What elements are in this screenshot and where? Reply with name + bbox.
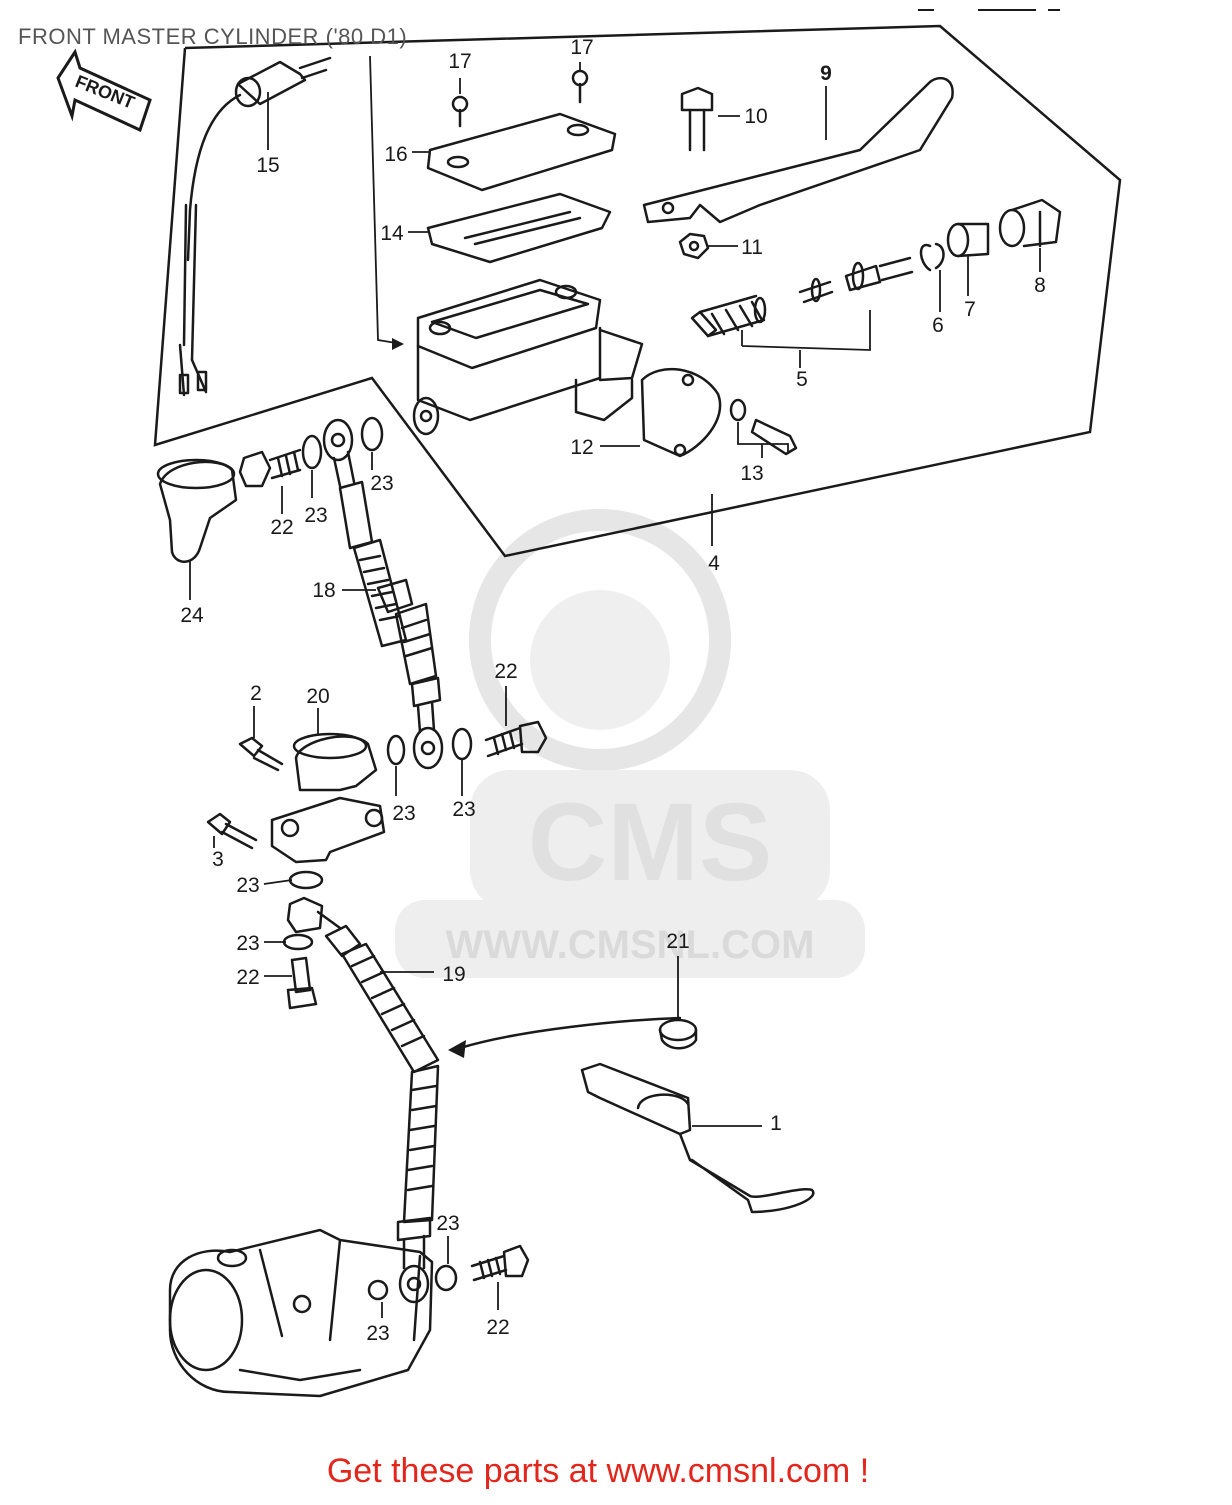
diagram-title: FRONT MASTER CYLINDER ('80 D1) <box>18 24 408 49</box>
callout-22-lower: 22 <box>236 966 259 989</box>
callout-3: 3 <box>212 848 224 871</box>
callout-13: 13 <box>740 462 763 485</box>
callout-24: 24 <box>180 604 204 627</box>
upper-banjo-bolt <box>238 448 302 488</box>
footer-link-text[interactable]: Get these parts at www.cmsnl.com ! <box>0 1452 1232 1491</box>
callout-14: 14 <box>380 222 404 245</box>
master-cylinder-body <box>412 278 644 436</box>
callout-15: 15 <box>256 154 279 177</box>
callout-5: 5 <box>796 368 808 391</box>
footer-link-label[interactable]: Get these parts at www.cmsnl.com ! <box>326 1452 870 1490</box>
callout-layer: 1 2 3 4 5 6 7 8 9 10 11 12 13 14 15 16 1… <box>180 36 1046 1345</box>
brake-hose-joint <box>270 732 386 864</box>
watermark-face <box>530 590 670 730</box>
cover-screw-right <box>571 69 589 104</box>
watermark-url-plate <box>395 900 865 978</box>
callout-7: 7 <box>964 298 976 321</box>
hose-guide <box>580 1062 815 1214</box>
handlebar-clamp <box>640 367 722 458</box>
lever-pivot-bolt <box>680 86 714 152</box>
callout-23-mid-right: 23 <box>452 798 475 821</box>
lower-washer-2 <box>282 933 314 951</box>
lower-brake-hose <box>324 924 440 1304</box>
reservoir-diaphragm <box>426 192 612 264</box>
mid-banjo-bolt <box>484 720 548 758</box>
callout-22-mid: 22 <box>494 660 517 683</box>
watermark-brand: CMS <box>528 781 772 904</box>
callout-23-top-left: 23 <box>304 504 327 527</box>
assembly-arrow-head <box>448 1040 466 1058</box>
caliper-banjo-bolt <box>470 1244 530 1282</box>
lower-banjo-bolt <box>286 956 318 1010</box>
piston-circlip <box>919 242 945 272</box>
lever-pivot-nut <box>678 232 710 260</box>
callout-23-mid-left: 23 <box>392 802 415 825</box>
joint-bolt-lower <box>206 812 258 850</box>
callout-18: 18 <box>312 579 335 602</box>
callout-9: 9 <box>820 62 832 85</box>
front-direction-arrow: FRONT <box>56 48 152 133</box>
callout-19: 19 <box>442 963 465 986</box>
dust-boot <box>998 198 1062 248</box>
watermark-helmet-ring <box>469 509 731 771</box>
callout-8: 8 <box>1034 274 1046 297</box>
leader-lines <box>189 55 1041 1318</box>
clamp-bolt-set <box>729 398 798 456</box>
callout-11: 11 <box>741 236 763 259</box>
brake-lever <box>642 77 954 224</box>
assembly-arrow-curve <box>458 1016 682 1050</box>
piston-assembly <box>690 256 914 338</box>
upper-banjo-fitting <box>322 418 356 488</box>
callout-4: 4 <box>708 552 720 575</box>
callout-12: 12 <box>570 436 593 459</box>
caliper-washer-1 <box>434 1264 458 1292</box>
callout-23-bottom-left: 23 <box>366 1322 389 1345</box>
joint-bolt-upper <box>238 736 284 772</box>
callout-16: 16 <box>384 143 407 166</box>
callout-23-top-right: 23 <box>370 472 393 495</box>
reservoir-cover <box>426 112 617 192</box>
callout-10: 10 <box>744 105 767 128</box>
upper-washer-2 <box>360 416 384 452</box>
callout-2: 2 <box>250 682 262 705</box>
callout-23-lower-1: 23 <box>236 874 259 897</box>
brake-light-switch <box>178 56 332 397</box>
mid-washer-2 <box>451 727 473 761</box>
lower-banjo-fitting <box>286 896 342 934</box>
brake-caliper <box>168 1228 434 1398</box>
cms-watermark: CMS WWW.CMSNL.COM <box>395 509 865 978</box>
callout-17-left: 17 <box>448 50 471 73</box>
hose-grommet <box>658 1018 698 1050</box>
assembly-outline <box>153 24 1122 558</box>
callout-22-top: 22 <box>270 516 293 539</box>
callout-21: 21 <box>666 930 689 953</box>
watermark-badge <box>470 770 830 910</box>
callout-17-right: 17 <box>570 36 593 59</box>
upper-brake-hose <box>338 480 444 770</box>
callout-6: 6 <box>932 314 944 337</box>
cover-screw-left <box>451 95 469 128</box>
banjo-bolt-cap <box>156 458 238 563</box>
callout-23-lower-2: 23 <box>236 932 259 955</box>
piston-stop-washer <box>946 222 990 258</box>
mid-washer-1 <box>386 734 406 766</box>
lower-washer-1 <box>288 870 324 890</box>
upper-washer-1 <box>301 434 323 470</box>
callout-1: 1 <box>770 1112 782 1135</box>
callout-23-bottom-top: 23 <box>436 1212 459 1235</box>
callout-22-bottom: 22 <box>486 1316 509 1339</box>
callout-20: 20 <box>306 685 329 708</box>
watermark-url: WWW.CMSNL.COM <box>446 923 815 967</box>
